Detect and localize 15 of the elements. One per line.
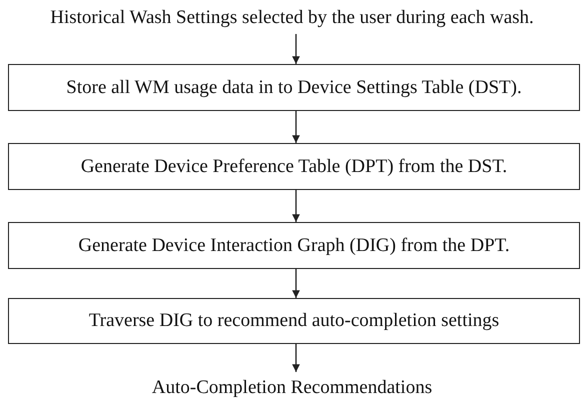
flow-text: Historical Wash Settings selected by the user during each wash. xyxy=(50,7,534,29)
arrow xyxy=(292,344,300,372)
process-box xyxy=(8,64,580,111)
flow-text: Auto-Completion Recommendations xyxy=(152,377,432,399)
process-box xyxy=(8,222,580,269)
arrow xyxy=(292,34,300,64)
process-box xyxy=(8,298,580,344)
step-text: Store all WM usage data in to Device Settings Table (DST). xyxy=(66,76,522,98)
arrow xyxy=(292,111,300,143)
arrow xyxy=(292,269,300,298)
arrow xyxy=(292,190,300,222)
step-text: Generate Device Preference Table (DPT) from the DST. xyxy=(80,156,508,178)
process-box xyxy=(8,143,580,190)
step-text: Generate Device Interaction Graph (DIG) from the DPT. xyxy=(78,234,510,256)
step-text: Traverse DIG to recommend auto-completion settings xyxy=(88,310,500,332)
